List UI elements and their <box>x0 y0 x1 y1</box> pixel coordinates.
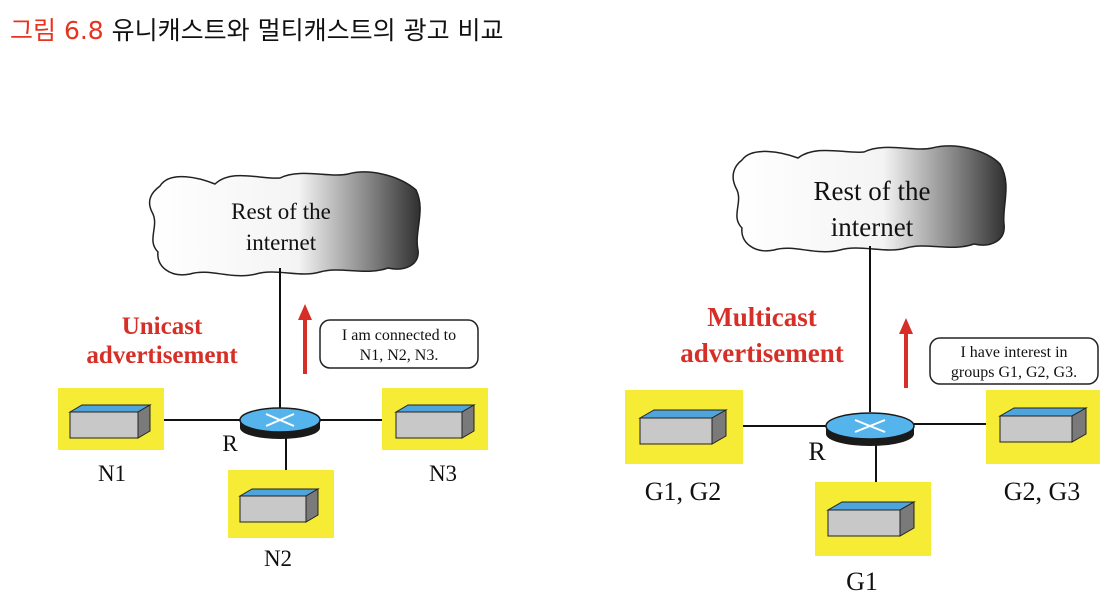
host-label-g1g2: G1, G2 <box>645 477 722 506</box>
host-n1-icon <box>68 404 152 439</box>
message-line2: groups G1, G2, G3. <box>951 364 1077 381</box>
host-g1g2-icon <box>638 409 728 445</box>
advertisement-arrow-icon <box>298 304 312 374</box>
router-label: R <box>222 431 238 456</box>
figure-number: 그림 6.8 <box>10 16 104 45</box>
cloud-label-line2: internet <box>831 212 914 242</box>
router-icon <box>825 412 915 446</box>
multicast-title-line1: Multicast <box>707 302 816 332</box>
host-label-n2: N2 <box>264 546 292 571</box>
host-label-g2g3: G2, G3 <box>1004 477 1081 506</box>
message-line1: I am connected to <box>342 327 456 344</box>
router-label: R <box>808 437 826 466</box>
multicast-title-line2: advertisement <box>680 338 843 368</box>
unicast-title-line1: Unicast <box>122 313 203 340</box>
host-label-n3: N3 <box>429 461 457 486</box>
router-icon <box>239 407 321 439</box>
internet-cloud <box>148 171 421 277</box>
message-bubble <box>929 337 1099 385</box>
host-g1-icon <box>826 501 916 537</box>
figure-caption: 유니캐스트와 멀티캐스트의 광고 비교 <box>111 16 504 45</box>
unicast-title-line2: advertisement <box>86 342 238 369</box>
message-bubble <box>319 319 479 369</box>
cloud-label-line1: Rest of the <box>231 199 331 224</box>
cloud-label-line2: internet <box>246 230 317 255</box>
host-g2g3-icon <box>998 407 1088 443</box>
message-line2: N1, N2, N3. <box>360 347 439 364</box>
page-title: 그림 6.8 유니캐스트와 멀티캐스트의 광고 비교 <box>10 14 504 48</box>
multicast-diagram: Rest of the internet <box>625 145 1100 596</box>
message-line1: I have interest in <box>960 344 1067 361</box>
host-n3-icon <box>394 404 476 439</box>
unicast-diagram: Rest of the internet <box>58 171 488 571</box>
advertisement-arrow-icon <box>899 318 913 388</box>
host-label-g1: G1 <box>846 567 878 596</box>
host-n2-icon <box>238 488 320 523</box>
cloud-label-line1: Rest of the <box>814 176 931 206</box>
host-label-n1: N1 <box>98 461 126 486</box>
internet-cloud <box>732 145 1007 253</box>
